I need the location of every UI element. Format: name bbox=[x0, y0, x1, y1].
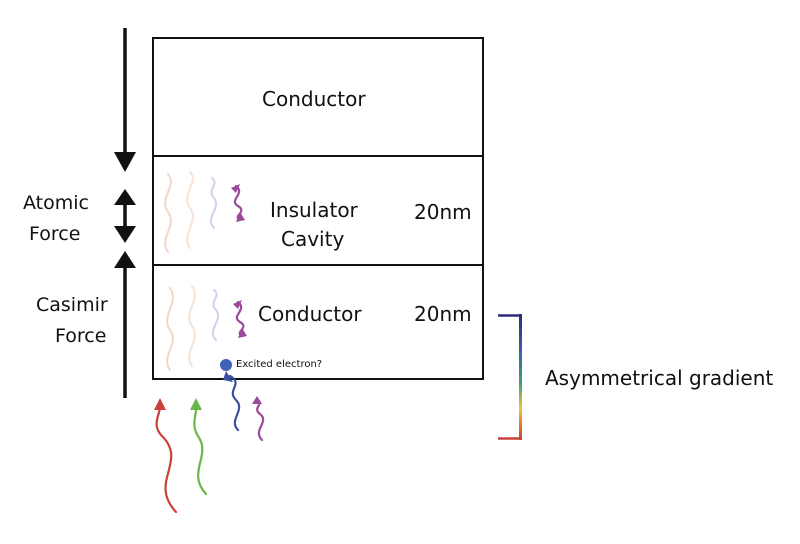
conductor-bottom-layer bbox=[152, 264, 484, 380]
faint-wave-icon bbox=[188, 285, 196, 367]
cavity-thickness-label: 20nm bbox=[414, 200, 472, 224]
green-wave-icon bbox=[193, 402, 208, 496]
down-force-arrow-icon bbox=[114, 28, 136, 172]
casimir-label: Casimir bbox=[36, 294, 108, 316]
incoming-waves bbox=[155, 374, 265, 514]
excited-electron-icon bbox=[220, 359, 232, 371]
red-wave-arrowhead-icon bbox=[154, 398, 166, 410]
cavity-label: Cavity bbox=[281, 227, 345, 251]
faint-wave-icon bbox=[164, 173, 172, 253]
red-wave-icon bbox=[155, 402, 178, 514]
atomic-force-label: Force bbox=[29, 223, 81, 245]
asymmetrical-gradient-bracket bbox=[498, 314, 522, 440]
blue-wave-icon bbox=[228, 374, 241, 432]
faint-waves-conductor bbox=[166, 285, 219, 371]
insulator-label: Insulator bbox=[270, 198, 358, 222]
purple-wave-icon bbox=[256, 398, 265, 442]
conductor-thickness-label: 20nm bbox=[414, 302, 472, 326]
casimir-force-label: Force bbox=[55, 325, 107, 347]
atomic-label: Atomic bbox=[23, 192, 89, 214]
purple-wave-cavity-icon bbox=[233, 184, 243, 222]
excited-electron-label: Excited electron? bbox=[236, 359, 323, 370]
faint-wave-icon bbox=[211, 289, 219, 341]
faint-wave-icon bbox=[186, 171, 194, 249]
conductor-top-label: Conductor bbox=[262, 87, 366, 111]
asymmetrical-gradient-label: Asymmetrical gradient bbox=[545, 366, 774, 390]
faint-wave-icon bbox=[166, 287, 174, 371]
casimir-force-up-arrow-icon bbox=[114, 251, 136, 398]
blue-wave-arrowhead-icon bbox=[223, 371, 233, 382]
atomic-force-double-arrow-icon bbox=[114, 189, 136, 243]
faint-wave-icon bbox=[209, 177, 217, 229]
faint-waves-cavity bbox=[164, 171, 217, 253]
green-wave-arrowhead-icon bbox=[190, 398, 202, 410]
conductor-bottom-label: Conductor bbox=[258, 302, 362, 326]
purple-wave-arrowhead-icon bbox=[252, 396, 262, 404]
purple-wave-conductor-icon bbox=[235, 300, 245, 338]
